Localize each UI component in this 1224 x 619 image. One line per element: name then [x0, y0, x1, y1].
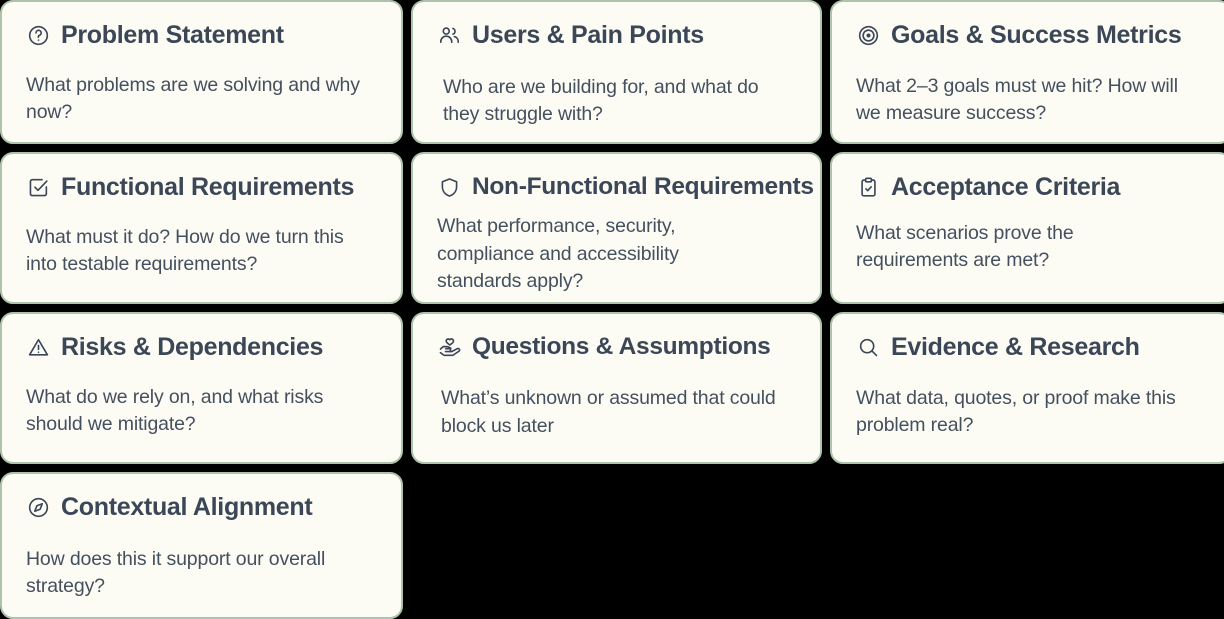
card-risks-dependencies[interactable]: Risks & Dependencies What do we rely on,…: [0, 312, 403, 464]
card-body: Who are we building for, and what do the…: [443, 75, 759, 126]
card-title: Non-Functional Requirements: [472, 173, 814, 200]
card-functional-requirements[interactable]: Functional Requirements What must it do?…: [0, 152, 403, 304]
card-users-pain-points[interactable]: Users & Pain Points Who are we building …: [411, 0, 822, 144]
search-icon: [856, 336, 880, 360]
card-body: What must it do? How do we turn this int…: [26, 225, 344, 276]
card-title: Users & Pain Points: [472, 21, 704, 49]
card-non-functional-requirements[interactable]: Non-Functional Requirements What perform…: [411, 152, 822, 304]
warning-triangle-icon: [26, 336, 50, 360]
card-body: What data, quotes, or proof make this pr…: [856, 386, 1176, 437]
card-header: Risks & Dependencies: [26, 333, 379, 362]
card-title: Questions & Assumptions: [472, 333, 771, 360]
card-title: Evidence & Research: [891, 333, 1140, 361]
card-body: What scenarios prove the requirements ar…: [856, 221, 1074, 272]
shield-icon: [437, 175, 461, 199]
card-header: Non-Functional Requirements: [437, 173, 814, 201]
empty-grid-cell: [411, 472, 822, 619]
empty-grid-cell: [830, 472, 1224, 619]
card-header: Contextual Alignment: [26, 493, 379, 522]
card-body: What performance, security, compliance a…: [437, 214, 679, 293]
card-contextual-alignment[interactable]: Contextual Alignment How does this it su…: [0, 472, 403, 619]
card-body: What do we rely on, and what risks shoul…: [26, 385, 324, 436]
card-header: Questions & Assumptions: [437, 333, 798, 361]
card-questions-assumptions[interactable]: Questions & Assumptions What’s unknown o…: [411, 312, 822, 464]
users-icon: [437, 24, 461, 48]
card-header: Acceptance Criteria: [856, 173, 1208, 202]
checkbox-check-icon: [26, 176, 50, 200]
clipboard-check-icon: [856, 176, 880, 200]
card-body: What problems are we solving and why now…: [26, 73, 360, 124]
hand-heart-icon: [437, 335, 461, 359]
card-title: Contextual Alignment: [61, 493, 313, 521]
card-goals-success-metrics[interactable]: Goals & Success Metrics What 2–3 goals m…: [830, 0, 1224, 144]
card-body: How does this it support our overall str…: [26, 547, 326, 598]
card-header: Evidence & Research: [856, 333, 1208, 362]
compass-icon: [26, 496, 50, 520]
card-body: What 2–3 goals must we hit? How will we …: [856, 74, 1178, 125]
card-header: Problem Statement: [26, 21, 379, 50]
card-acceptance-criteria[interactable]: Acceptance Criteria What scenarios prove…: [830, 152, 1224, 304]
card-title: Acceptance Criteria: [891, 173, 1121, 201]
question-circle-icon: [26, 24, 50, 48]
card-evidence-research[interactable]: Evidence & Research What data, quotes, o…: [830, 312, 1224, 464]
card-problem-statement[interactable]: Problem Statement What problems are we s…: [0, 0, 403, 144]
target-icon: [856, 24, 880, 48]
card-header: Goals & Success Metrics: [856, 21, 1208, 50]
card-title: Problem Statement: [61, 21, 284, 49]
card-title: Functional Requirements: [61, 173, 355, 201]
card-body: What’s unknown or assumed that could blo…: [441, 386, 776, 437]
card-header: Functional Requirements: [26, 173, 379, 202]
card-title: Risks & Dependencies: [61, 333, 324, 361]
card-header: Users & Pain Points: [437, 21, 798, 50]
card-title: Goals & Success Metrics: [891, 21, 1182, 49]
